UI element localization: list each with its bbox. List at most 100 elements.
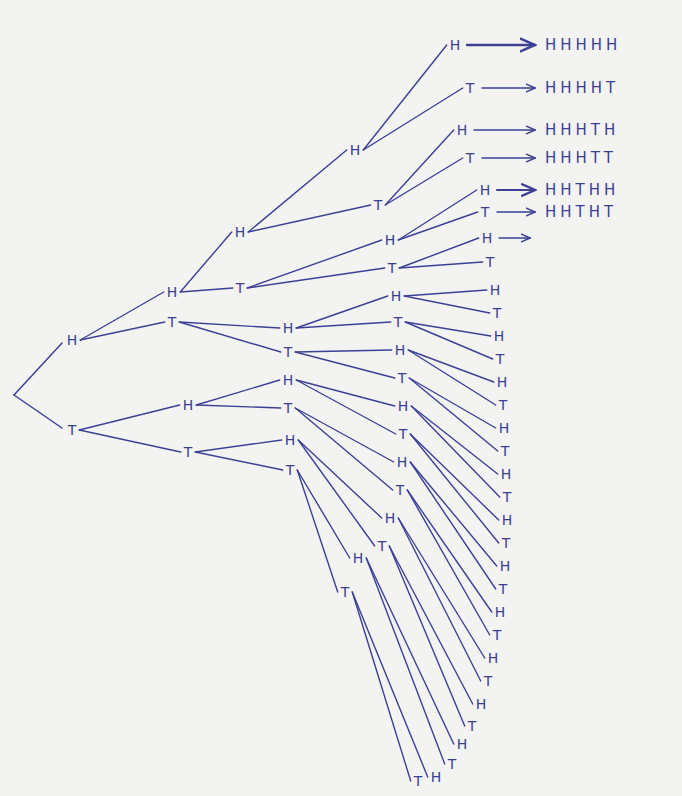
outcome-node: T bbox=[284, 462, 297, 479]
outcome-node: H bbox=[488, 282, 503, 299]
tree-branch bbox=[79, 430, 180, 452]
outcome-node: H bbox=[448, 37, 463, 54]
outcome-letter: H bbox=[457, 123, 468, 138]
root-branch bbox=[14, 343, 62, 395]
outcome-node: H bbox=[181, 397, 196, 414]
outcome-node: H bbox=[492, 328, 507, 345]
outcome-letter: T bbox=[168, 315, 177, 330]
outcome-letter: T bbox=[499, 398, 508, 413]
tree-branch bbox=[248, 205, 370, 232]
outcome-node: T bbox=[466, 718, 479, 735]
outcome-node: H bbox=[429, 769, 444, 786]
outcome-node: T bbox=[497, 581, 510, 598]
outcome-node: T bbox=[282, 344, 295, 361]
outcome-node: T bbox=[482, 673, 495, 690]
tree-branch bbox=[295, 408, 393, 462]
outcome-node: T bbox=[464, 80, 477, 97]
outcome-letter: H bbox=[67, 333, 78, 348]
outcome-sequence: HHHTT bbox=[545, 150, 617, 166]
outcome-letter: H bbox=[353, 551, 364, 566]
tree-branch bbox=[408, 350, 495, 405]
outcome-node: T bbox=[376, 538, 389, 555]
tree-branch bbox=[196, 380, 279, 405]
outcome-letter: T bbox=[468, 719, 477, 734]
outcome-letter: H bbox=[385, 233, 396, 248]
tree-branch bbox=[195, 440, 281, 452]
outcome-letter: T bbox=[184, 445, 193, 460]
outcome-letter: H bbox=[488, 651, 499, 666]
leader-arrow bbox=[467, 44, 535, 46]
tree-branch bbox=[247, 240, 381, 288]
outcome-letter: H bbox=[499, 421, 510, 436]
outcome-node: H bbox=[486, 650, 501, 667]
outcome-node: T bbox=[446, 756, 459, 773]
outcome-node: H bbox=[65, 332, 80, 349]
outcome-sequence: HHHHH bbox=[545, 37, 621, 53]
outcome-letter: H bbox=[450, 38, 461, 53]
tree-branch bbox=[398, 212, 477, 240]
outcome-node: T bbox=[484, 254, 497, 271]
outcome-node: T bbox=[500, 535, 513, 552]
tree-branch bbox=[180, 232, 231, 292]
outcome-letter: T bbox=[378, 539, 387, 554]
outcome-node: H bbox=[283, 432, 298, 449]
outcome-letter: T bbox=[388, 261, 397, 276]
tree-branch bbox=[398, 190, 476, 240]
outcome-letter: T bbox=[493, 306, 502, 321]
leader-arrow bbox=[482, 87, 535, 89]
tree-branch bbox=[407, 490, 491, 612]
outcome-node: H bbox=[480, 230, 495, 247]
outcome-node: H bbox=[383, 510, 398, 527]
outcome-letter: T bbox=[493, 628, 502, 643]
tree-branch bbox=[385, 158, 462, 205]
tree-branch bbox=[179, 322, 280, 352]
outcome-sequence: HHTHT bbox=[545, 204, 617, 220]
tree-branch bbox=[195, 452, 282, 470]
tree-branch bbox=[248, 150, 346, 232]
outcome-node: T bbox=[394, 482, 407, 499]
outcome-node: H bbox=[455, 736, 470, 753]
outcome-node: T bbox=[339, 584, 352, 601]
outcome-letter: T bbox=[399, 427, 408, 442]
outcome-letter: T bbox=[68, 423, 77, 438]
tree-branch bbox=[297, 470, 349, 558]
outcome-node: T bbox=[182, 444, 195, 461]
outcome-node: T bbox=[491, 305, 504, 322]
outcome-letter: T bbox=[466, 81, 475, 96]
tree-branch bbox=[385, 130, 453, 205]
outcome-letter: T bbox=[466, 151, 475, 166]
tree-branch bbox=[407, 490, 489, 635]
outcome-node: H bbox=[500, 512, 515, 529]
tree-branch bbox=[247, 268, 384, 288]
tree-branch bbox=[298, 440, 374, 546]
outcome-node: H bbox=[395, 454, 410, 471]
outcome-letter: H bbox=[500, 559, 511, 574]
outcome-node: T bbox=[234, 280, 247, 297]
outcome-node: H bbox=[348, 142, 363, 159]
tree-branch bbox=[399, 262, 482, 268]
outcome-letter: H bbox=[497, 375, 508, 390]
outcome-node: H bbox=[233, 224, 248, 241]
outcome-node: H bbox=[498, 558, 513, 575]
tree-branch bbox=[389, 546, 472, 704]
outcome-letter: T bbox=[503, 490, 512, 505]
outcome-node: T bbox=[282, 400, 295, 417]
outcome-node: H bbox=[351, 550, 366, 567]
outcome-node: H bbox=[165, 284, 180, 301]
tree-branch bbox=[296, 322, 390, 328]
outcome-sequence: HHHHT bbox=[545, 80, 619, 96]
outcome-letter: H bbox=[490, 283, 501, 298]
outcome-letter: H bbox=[350, 143, 361, 158]
outcome-node: H bbox=[495, 374, 510, 391]
tree-branch bbox=[398, 518, 480, 681]
outcome-letter: T bbox=[396, 483, 405, 498]
tree-branch bbox=[80, 292, 163, 340]
tree-branch bbox=[298, 440, 381, 518]
outcome-letter: H bbox=[391, 289, 402, 304]
outcome-sequence: HHTHH bbox=[545, 182, 619, 198]
outcome-letter: T bbox=[481, 205, 490, 220]
outcome-letter: H bbox=[235, 225, 246, 240]
outcome-node: H bbox=[393, 342, 408, 359]
